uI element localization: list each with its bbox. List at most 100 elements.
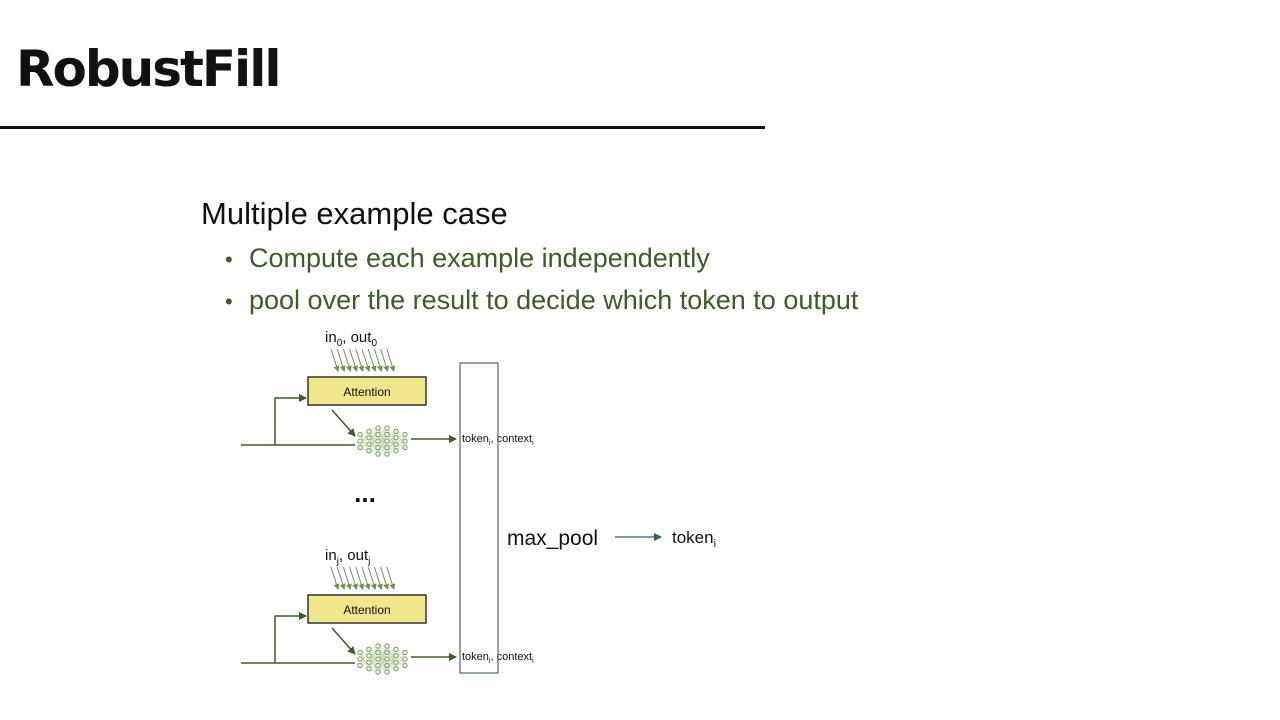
example-io-label: inj, outj <box>325 547 370 567</box>
net-node <box>375 425 381 431</box>
max-pool-label: max_pool <box>507 527 598 550</box>
net-edge <box>359 431 370 448</box>
input-arrow <box>380 566 389 590</box>
net-node <box>384 425 390 431</box>
example-block-bottom: inj, outj Attention tokeni, contexti <box>241 547 534 675</box>
net-edge <box>395 652 406 669</box>
input-arrows <box>330 348 396 372</box>
input-arrow <box>386 566 396 590</box>
net-node <box>366 653 372 659</box>
net-node <box>375 438 381 444</box>
net-edge <box>386 437 397 455</box>
attention-label: Attention <box>343 603 390 617</box>
net-edge <box>377 427 388 448</box>
bullet-item: • pool over the result to decide which to… <box>225 285 858 316</box>
net-node <box>384 669 390 675</box>
net-edge <box>377 434 388 455</box>
net-node <box>402 438 408 444</box>
slide-title: RobustFill <box>16 40 281 98</box>
net-node <box>384 656 390 662</box>
arrow-to-network <box>331 627 356 655</box>
input-arrow <box>355 566 365 590</box>
net-node <box>375 649 381 656</box>
input-arrow <box>380 348 389 372</box>
input-arrow <box>349 348 358 372</box>
net-node <box>375 451 381 457</box>
input-arrow <box>355 348 365 372</box>
net-node <box>357 438 363 444</box>
net-edge <box>368 427 379 451</box>
net-node <box>375 669 381 675</box>
net-edge <box>377 427 388 442</box>
net-node <box>366 428 372 434</box>
net-edge <box>386 649 397 666</box>
net-node <box>393 441 399 447</box>
neural-network-icon <box>357 425 408 457</box>
net-node <box>366 659 372 665</box>
net-edge <box>377 645 388 673</box>
net-node <box>375 662 381 669</box>
net-node <box>366 646 372 652</box>
input-arrow <box>367 348 377 372</box>
net-edge <box>359 649 370 666</box>
input-arrow <box>336 348 346 372</box>
input-arrow <box>386 348 396 372</box>
net-node <box>384 643 390 649</box>
net-edge <box>377 645 388 660</box>
neural-network-icon <box>357 643 408 675</box>
input-arrow <box>373 566 383 590</box>
bullet-icon: • <box>225 289 233 314</box>
input-arrow <box>330 348 340 372</box>
net-edge <box>395 434 406 451</box>
net-node <box>375 656 381 662</box>
net-node <box>357 649 363 656</box>
net-edge <box>386 649 397 673</box>
net-node <box>393 653 399 659</box>
section-heading: Multiple example case <box>201 196 508 231</box>
net-edge <box>377 652 388 673</box>
bullet-icon: • <box>225 247 233 272</box>
input-arrow <box>367 566 377 590</box>
net-node <box>393 435 399 441</box>
net-node <box>402 444 408 451</box>
net-edge <box>368 652 379 669</box>
pool-column-box <box>459 362 499 674</box>
net-node <box>357 656 363 662</box>
net-node <box>357 662 363 669</box>
input-arrow <box>336 566 346 590</box>
arrow-to-network <box>331 409 356 437</box>
arrow-to-attention <box>274 612 307 663</box>
net-node <box>393 666 399 672</box>
net-node <box>384 438 390 444</box>
example-block-top: in0, out0 Attention tokeni, contexti <box>241 329 534 457</box>
input-arrow <box>361 566 371 590</box>
input-arrow <box>373 348 383 372</box>
token-context-label: tokeni, contexti <box>462 433 534 447</box>
net-node <box>384 444 390 451</box>
net-node <box>366 666 372 672</box>
net-node <box>393 448 399 454</box>
net-edge <box>368 434 379 451</box>
input-arrow <box>330 566 340 590</box>
net-node <box>375 431 381 438</box>
ellipsis: ... <box>354 478 376 508</box>
bullet-text: pool over the result to decide which tok… <box>249 285 859 315</box>
net-edge <box>368 645 379 669</box>
net-edge <box>386 431 397 448</box>
output-token-label: tokeni <box>672 528 716 550</box>
net-edge <box>386 655 397 673</box>
net-edge <box>368 427 379 445</box>
net-node <box>375 643 381 649</box>
net-node <box>402 662 408 669</box>
input-arrows <box>330 566 396 590</box>
bullet-item: • Compute each example independently <box>225 243 710 274</box>
arrow-to-attention <box>274 394 307 445</box>
net-node <box>402 649 408 656</box>
net-edge <box>368 645 379 663</box>
net-node <box>384 649 390 656</box>
net-node <box>357 444 363 451</box>
net-node <box>375 444 381 451</box>
net-edge <box>377 658 388 673</box>
bullet-text: Compute each example independently <box>249 243 710 273</box>
net-node <box>384 451 390 457</box>
